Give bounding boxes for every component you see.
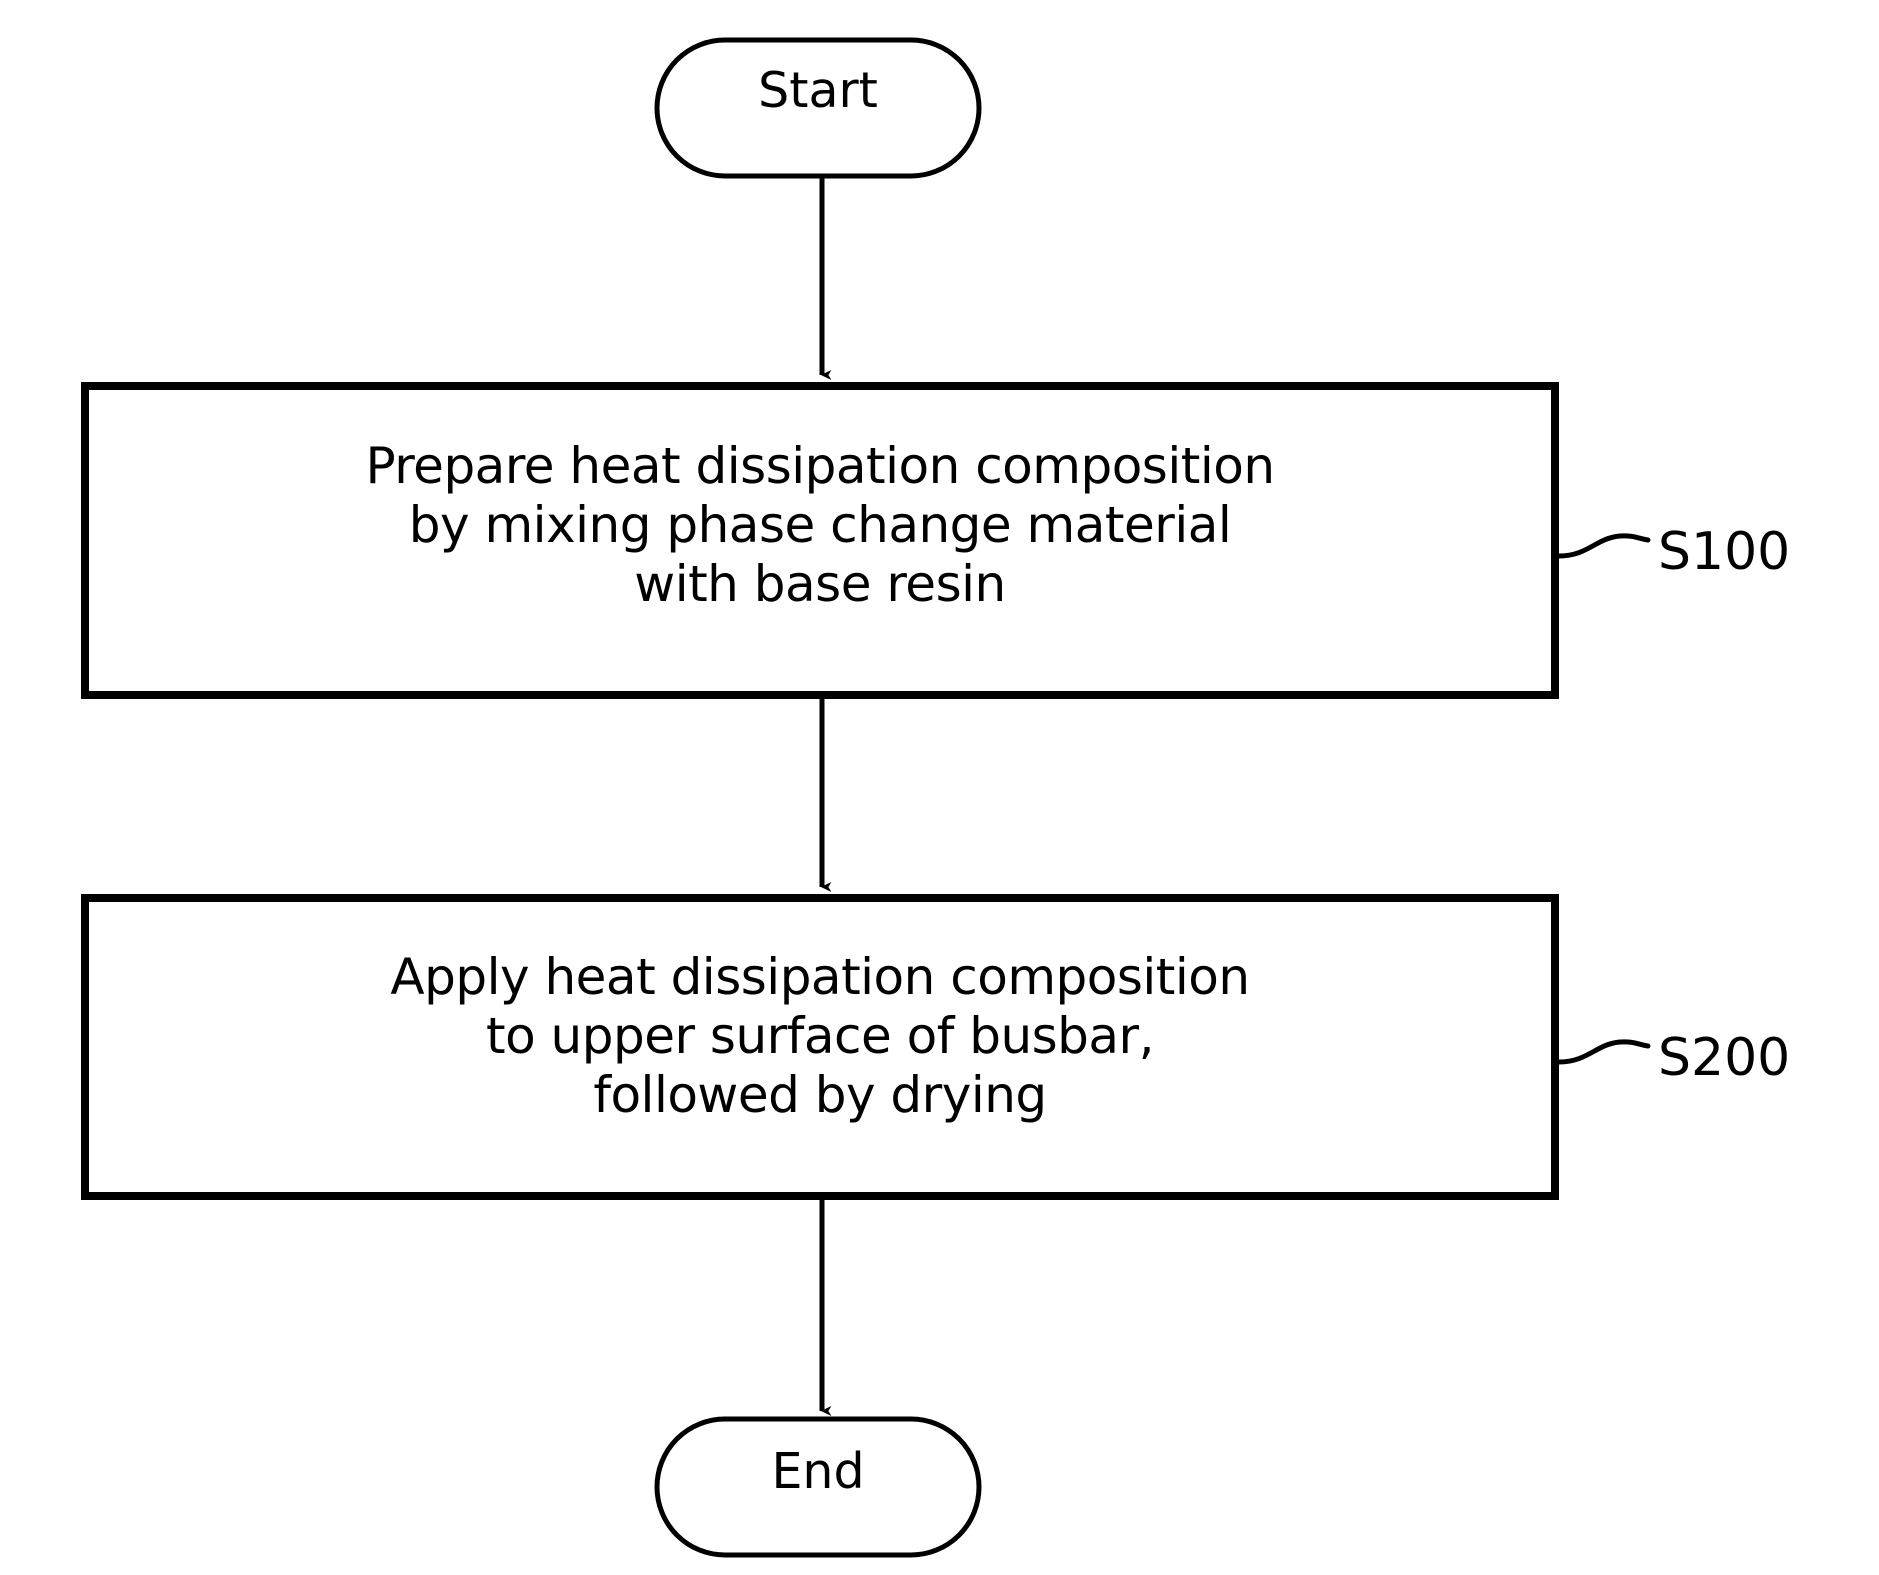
process-2-shape: [81, 894, 1559, 1200]
leader-line-s100: [1556, 533, 1651, 559]
leader-line-s200: [1556, 1039, 1651, 1065]
process-2-label: Apply heat dissipation composition to up…: [390, 948, 1250, 1124]
process-1-label: Prepare heat dissipation composition by …: [365, 437, 1275, 613]
process-1-shape: [81, 382, 1559, 699]
end-node-label: End: [771, 1443, 865, 1500]
step-tag-s100: S100: [1658, 522, 1791, 582]
end-node-shape: [654, 1416, 982, 1558]
step-tag-s200: S200: [1658, 1028, 1791, 1088]
start-node-label: Start: [758, 62, 878, 119]
start-node-shape: [654, 37, 982, 179]
